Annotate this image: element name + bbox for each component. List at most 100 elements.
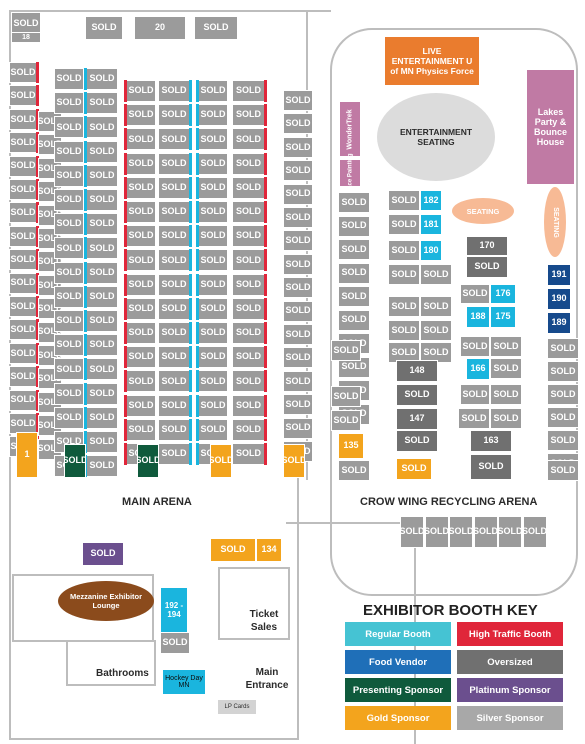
booth-sold[interactable]: SOLD bbox=[126, 152, 156, 175]
booth-sold[interactable]: SOLD bbox=[86, 237, 118, 260]
booth-sold[interactable]: SOLD bbox=[420, 296, 452, 317]
booth-sold[interactable]: SOLD bbox=[283, 370, 313, 392]
booth-sold[interactable]: SOLD bbox=[449, 516, 473, 548]
booth-sold[interactable]: SOLD bbox=[283, 324, 313, 345]
booth-sold[interactable]: SOLD bbox=[160, 632, 190, 654]
booth-sold[interactable]: SOLD bbox=[54, 116, 84, 139]
booth-sold[interactable]: SOLD bbox=[198, 370, 228, 393]
booth-sold[interactable]: SOLD bbox=[388, 264, 420, 285]
booth-sold[interactable]: SOLD bbox=[86, 189, 118, 211]
booth-sold[interactable]: SOLD bbox=[137, 444, 159, 478]
booth-sold[interactable]: SOLD bbox=[126, 225, 156, 248]
booth-sold[interactable]: SOLD bbox=[232, 346, 265, 369]
booth-sold[interactable]: SOLD bbox=[232, 201, 265, 223]
booth-sold[interactable]: SOLD bbox=[388, 296, 420, 317]
booth-sold[interactable]: SOLD bbox=[547, 384, 579, 405]
booth-sold[interactable]: SOLD bbox=[86, 285, 118, 308]
booth-163[interactable]: 163 bbox=[470, 430, 512, 452]
booth-sold[interactable]: SOLD bbox=[283, 394, 313, 416]
booth-sold[interactable]: SOLD bbox=[158, 249, 190, 272]
booth-sold[interactable]: SOLD bbox=[338, 239, 370, 260]
booth-sold[interactable]: SOLD bbox=[158, 201, 190, 223]
booth-sold[interactable]: SOLD bbox=[158, 394, 190, 417]
booth-sold[interactable]: SOLD bbox=[158, 273, 190, 296]
booth-sold[interactable]: SOLD bbox=[9, 296, 37, 317]
booth-sold[interactable]: SOLD bbox=[283, 160, 313, 182]
booth-sold[interactable]: SOLD bbox=[198, 128, 228, 151]
booth-sold[interactable]: SOLD bbox=[82, 542, 124, 566]
booth-sold[interactable]: SOLD bbox=[283, 90, 313, 111]
booth-sold[interactable]: SOLD bbox=[283, 230, 313, 252]
booth-sold[interactable]: SOLD bbox=[232, 249, 265, 272]
booth-170[interactable]: 170 bbox=[466, 236, 508, 256]
booth-sold[interactable]: SOLD bbox=[9, 225, 37, 247]
booth-191[interactable]: 191 bbox=[547, 264, 571, 286]
booth-sold[interactable]: SOLD bbox=[194, 16, 238, 40]
booth-sold[interactable]: SOLD bbox=[86, 358, 118, 381]
booth-sold[interactable]: SOLD bbox=[54, 310, 84, 332]
booth-sold[interactable]: SOLD bbox=[232, 176, 265, 199]
booth-sold[interactable]: SOLD bbox=[283, 347, 313, 369]
booth-sold[interactable]: SOLD bbox=[388, 214, 420, 235]
booth-189[interactable]: 189 bbox=[547, 312, 571, 334]
booth-sold[interactable]: SOLD bbox=[232, 225, 265, 248]
booth-sold[interactable]: SOLD bbox=[158, 443, 190, 465]
booth-sold[interactable]: SOLD bbox=[547, 430, 579, 451]
booth-sold[interactable]: SOLD bbox=[198, 346, 228, 369]
booth-sold[interactable]: SOLD bbox=[126, 273, 156, 296]
booth-sold[interactable]: SOLD bbox=[460, 336, 490, 357]
booth-sold[interactable]: SOLD bbox=[210, 538, 256, 562]
booth-sold[interactable]: SOLD bbox=[232, 80, 265, 102]
booth-sold[interactable]: SOLD bbox=[126, 297, 156, 320]
booth-sold[interactable]: SOLD bbox=[198, 201, 228, 223]
booth-sold[interactable]: SOLD bbox=[388, 240, 420, 261]
booth-sold[interactable]: SOLD bbox=[283, 277, 313, 299]
booth-sold[interactable]: SOLD bbox=[158, 176, 190, 199]
booth-135[interactable]: 135 bbox=[338, 433, 364, 459]
booth-sold[interactable]: SOLD bbox=[470, 454, 512, 480]
booth-sold[interactable]: SOLD bbox=[9, 132, 37, 154]
booth-sold[interactable]: SOLD bbox=[198, 273, 228, 296]
booth-sold[interactable]: SOLD bbox=[490, 336, 522, 357]
booth-sold[interactable]: SOLD bbox=[158, 225, 190, 248]
booth-sold[interactable]: SOLD bbox=[460, 284, 490, 304]
booth-sold[interactable]: SOLD bbox=[158, 418, 190, 441]
booth-sold[interactable]: SOLD bbox=[54, 68, 84, 90]
booth-sold[interactable]: SOLD bbox=[283, 136, 313, 158]
booth-sold[interactable]: SOLD bbox=[126, 394, 156, 417]
booth-sold[interactable]: SOLD bbox=[232, 418, 265, 441]
booth-range-192-194[interactable]: 192 - 194 bbox=[161, 588, 187, 632]
booth-sold[interactable]: SOLD bbox=[466, 256, 508, 278]
booth-sold[interactable]: SOLD bbox=[54, 334, 84, 357]
booth-sold[interactable]: SOLD bbox=[338, 192, 370, 213]
hockey-day-booth[interactable]: Hockey Day MN bbox=[163, 670, 205, 694]
booth-sold[interactable]: SOLD bbox=[54, 164, 84, 187]
booth-sold[interactable]: SOLD bbox=[86, 92, 118, 115]
booth-sold[interactable]: SOLD bbox=[126, 249, 156, 272]
booth-sold[interactable]: SOLD bbox=[198, 249, 228, 272]
booth-sold[interactable]: SOLD bbox=[54, 261, 84, 284]
booth-175[interactable]: 175 bbox=[490, 306, 516, 328]
booth-sold[interactable]: SOLD bbox=[158, 297, 190, 320]
booth-sold[interactable]: SOLD bbox=[9, 366, 37, 388]
booth-sold[interactable]: SOLD bbox=[490, 384, 522, 405]
booth-sold[interactable]: SOLD bbox=[158, 322, 190, 344]
booth-sold[interactable]: SOLD bbox=[388, 190, 420, 211]
booth-sold[interactable]: SOLD bbox=[210, 444, 232, 478]
booth-sold[interactable]: SOLD bbox=[198, 225, 228, 248]
booth-148[interactable]: 148 bbox=[396, 360, 438, 382]
booth-sold[interactable]: SOLD bbox=[198, 176, 228, 199]
booth-sold[interactable]: SOLD bbox=[232, 394, 265, 417]
booth-sold[interactable]: SOLD bbox=[54, 237, 84, 260]
booth-sold[interactable]: SOLD bbox=[126, 80, 156, 102]
booth-sold[interactable]: SOLD bbox=[126, 176, 156, 199]
booth-sold[interactable]: SOLD bbox=[198, 297, 228, 320]
booth-166[interactable]: 166 bbox=[466, 358, 490, 380]
booth-sold[interactable]: SOLD bbox=[54, 213, 84, 236]
booth-sold[interactable]: SOLD bbox=[86, 406, 118, 429]
lp-cards-booth[interactable]: LP Cards bbox=[218, 700, 256, 714]
booth-sold[interactable]: SOLD bbox=[490, 408, 522, 429]
booth-sold[interactable]: SOLD bbox=[86, 455, 118, 478]
booth-176[interactable]: 176 bbox=[490, 284, 516, 304]
booth-sold[interactable]: SOLD bbox=[64, 444, 86, 478]
